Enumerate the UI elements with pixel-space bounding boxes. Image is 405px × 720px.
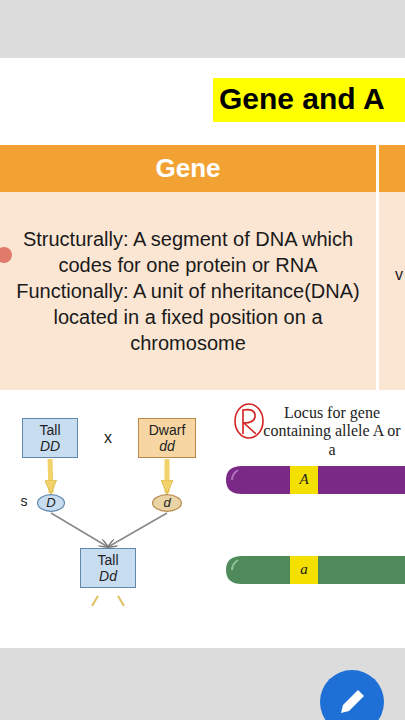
node-text: a (300, 561, 308, 578)
inheritance-arrow (165, 459, 170, 493)
pencil-icon (341, 690, 364, 713)
allele-band: a (290, 556, 318, 584)
red-scribble-circle (235, 404, 263, 438)
node-text: d (163, 496, 170, 511)
gamete-ellipse: d (152, 494, 182, 512)
red-scribble-letter (243, 410, 256, 434)
offspring-line (92, 596, 98, 606)
table-body-cell: Structurally: A segment of DNA which cod… (0, 192, 376, 390)
node-text: Tall (39, 422, 60, 438)
node-text: Gene (155, 154, 220, 184)
merge-line (108, 513, 167, 547)
node-text: D (46, 496, 55, 511)
ellipse-shape (153, 495, 182, 512)
red-dot (0, 247, 12, 263)
inheritance-arrow (50, 459, 51, 493)
table-header: Gene (0, 145, 376, 192)
cross-symbol: x (100, 429, 116, 447)
merge-line (51, 513, 108, 547)
edit-button (320, 670, 384, 720)
chromosome-shine (232, 560, 238, 570)
row-label: s (17, 494, 31, 509)
gamete-ellipse: D (37, 494, 65, 512)
allele-band: A (290, 466, 318, 494)
node-text: Dwarf (149, 422, 186, 438)
offspring-line (118, 596, 124, 606)
node-text: Functionally: A unit of nheritance(DNA) … (8, 278, 368, 356)
node-text: DD (40, 438, 60, 454)
table-body-band (0, 192, 376, 390)
parent-box: TallDD (22, 418, 78, 458)
title-banner: Gene and A (213, 78, 405, 122)
offspring-box: TallDd (80, 548, 136, 588)
table-body-band-right (379, 192, 405, 390)
locus-label: Locus for gene containing allele A or a (262, 404, 402, 459)
chromosome-green (226, 556, 405, 584)
node-text: Structurally: A segment of DNA which cod… (8, 226, 368, 278)
node-text: A (299, 471, 308, 488)
chromosome-shine (232, 470, 238, 480)
node-text: dd (159, 438, 175, 454)
ellipse-shape (38, 495, 65, 512)
node-text: Dd (99, 568, 117, 584)
node-text: Tall (97, 552, 118, 568)
chromosome-purple (226, 466, 405, 494)
table-header-band (0, 145, 405, 192)
column-divider (376, 145, 379, 390)
parent-box: Dwarfdd (138, 418, 196, 458)
cut-text: v (394, 266, 404, 284)
top-bar (0, 0, 405, 58)
